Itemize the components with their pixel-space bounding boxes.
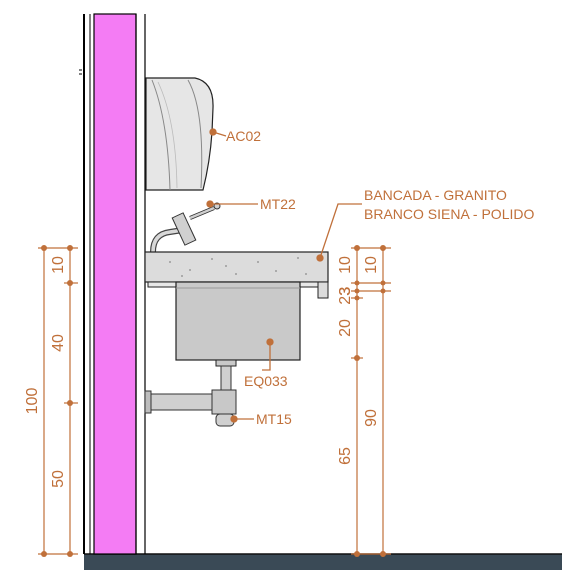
dim-left-mid: 40 <box>50 334 67 352</box>
dim-right-b-90: 90 <box>363 409 380 427</box>
dim-left-outer: 100 <box>24 388 41 415</box>
sink-basin <box>175 281 301 367</box>
dim-right-a-20: 20 <box>337 319 354 337</box>
drain-trap <box>144 365 237 427</box>
dim-left-top: 10 <box>50 256 67 274</box>
dim-right-a-10: 10 <box>337 256 354 274</box>
label-sink: EQ033 <box>244 373 288 389</box>
label-faucet: MT22 <box>260 196 296 212</box>
hand-dryer <box>145 77 214 191</box>
label-countertop-line1: BANCADA - GRANITO <box>364 187 507 203</box>
label-dryer: AC02 <box>226 128 261 144</box>
label-trap: MT15 <box>256 411 292 427</box>
dim-right-b-10: 10 <box>363 256 380 274</box>
label-countertop-line2: BRANCO SIENA - POLIDO <box>364 206 534 222</box>
floor-slab <box>84 554 562 570</box>
dim-right-a-3: 3 <box>337 286 354 295</box>
dim-left-bottom: 50 <box>50 470 67 488</box>
wall-section <box>93 13 137 555</box>
dim-right-a-65: 65 <box>337 447 354 465</box>
dim-right-b-23: 23 <box>337 287 354 305</box>
